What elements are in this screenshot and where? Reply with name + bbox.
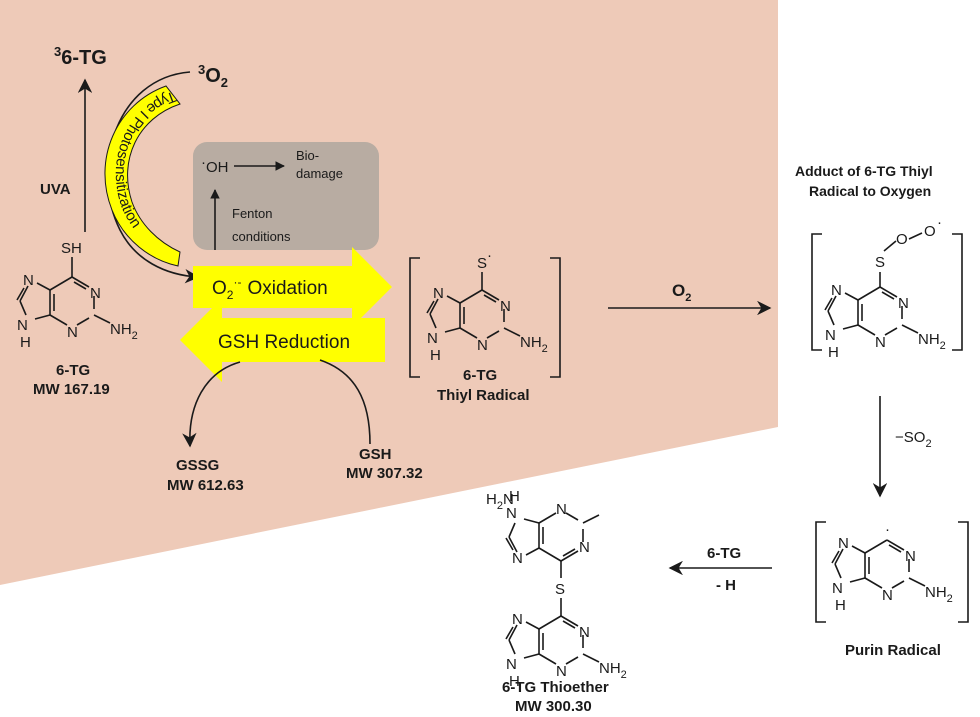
svg-text:H: H xyxy=(509,673,520,690)
fenton-conditions-1: Fenton xyxy=(232,206,272,221)
svg-text:N: N xyxy=(556,501,567,518)
triplet-tg-label: 36-TG xyxy=(54,44,107,69)
thiyl-molecule: S · N N N N H NH2 xyxy=(426,247,548,364)
svg-text:H: H xyxy=(430,347,441,364)
oxygen-addition-label: O2 xyxy=(672,281,691,304)
svg-text:N: N xyxy=(512,550,523,567)
thioether-upper-purine xyxy=(505,512,600,562)
svg-text:N: N xyxy=(898,295,909,312)
reaction-background xyxy=(0,0,778,585)
thiyl-bracket-right xyxy=(550,257,561,378)
purin-bracket-right xyxy=(958,521,969,623)
thioether-upper-atoms: N N N N H H2N xyxy=(486,488,590,567)
uva-label: UVA xyxy=(40,181,71,198)
svg-text:·: · xyxy=(487,247,492,264)
coupling-label-2: - H xyxy=(716,577,736,594)
adduct-title-1: Adduct of 6-TG Thiyl xyxy=(795,163,933,179)
gsh-mw: MW 307.32 xyxy=(346,465,423,482)
reduction-arrow xyxy=(180,298,385,382)
gsh-arc xyxy=(319,359,371,445)
svg-text:N: N xyxy=(500,298,511,315)
svg-text:NH2: NH2 xyxy=(918,331,946,352)
thioether-mw: MW 300.30 xyxy=(515,698,592,715)
oxidation-label: O2·-Oxidation xyxy=(212,275,328,302)
svg-text:N: N xyxy=(506,505,517,522)
thiyl-subname: Thiyl Radical xyxy=(437,387,530,404)
coupling-label-1: 6-TG xyxy=(707,545,741,562)
svg-text:·: · xyxy=(937,214,942,231)
so2-loss-label: −SO2 xyxy=(895,429,932,450)
svg-text:S: S xyxy=(477,255,487,272)
svg-text:N: N xyxy=(477,337,488,354)
svg-text:NH2: NH2 xyxy=(599,660,627,681)
svg-text:H: H xyxy=(828,344,839,361)
svg-text:O: O xyxy=(896,231,908,248)
svg-text:N: N xyxy=(905,548,916,565)
hydroxyl-label: ·OH xyxy=(201,154,229,176)
adduct-title-2: Radical to Oxygen xyxy=(809,183,931,199)
svg-text:N: N xyxy=(67,324,78,341)
svg-text:NH2: NH2 xyxy=(925,584,953,605)
gssg-mw: MW 612.63 xyxy=(167,477,244,494)
svg-text:N: N xyxy=(433,285,444,302)
photosensitization-crescent xyxy=(104,85,181,267)
reduction-label: GSH Reduction xyxy=(218,332,350,353)
svg-text:N: N xyxy=(579,624,590,641)
gssg-arrow xyxy=(182,361,241,448)
svg-text:N: N xyxy=(506,656,517,673)
purin-bracket-left xyxy=(815,521,826,623)
thiyl-bracket-left xyxy=(409,257,420,378)
svg-text:N: N xyxy=(90,285,101,302)
triplet-oxygen-label: 3O2 xyxy=(198,62,228,90)
svg-text:N: N xyxy=(831,282,842,299)
svg-text:N: N xyxy=(882,587,893,604)
svg-text:S: S xyxy=(875,254,885,271)
thioether-sulfur: S xyxy=(555,581,565,598)
svg-text:H2N: H2N xyxy=(486,491,514,512)
biodamage-label-1: Bio- xyxy=(296,148,319,163)
svg-text:N: N xyxy=(832,580,843,597)
svg-text:H: H xyxy=(20,334,31,351)
svg-text:H: H xyxy=(835,597,846,614)
tg-name: 6-TG xyxy=(56,362,90,379)
svg-text:·: · xyxy=(885,521,890,538)
thioether-lower-purine: N N N N H NH2 xyxy=(505,611,627,690)
oxidation-arrow xyxy=(193,247,392,327)
fenton-box xyxy=(193,142,379,250)
svg-text:N: N xyxy=(556,663,567,680)
purin-molecule: · N N N N H NH2 xyxy=(831,521,953,614)
thiyl-name: 6-TG xyxy=(463,367,497,384)
adduct-molecule: S O O · N N N N H NH2 xyxy=(824,214,946,361)
biodamage-label-2: damage xyxy=(296,166,343,181)
svg-text:N: N xyxy=(579,539,590,556)
svg-text:N: N xyxy=(825,327,836,344)
fenton-conditions-2: conditions xyxy=(232,229,291,244)
svg-text:N: N xyxy=(17,317,28,334)
gssg-name: GSSG xyxy=(176,457,219,474)
svg-text:NH2: NH2 xyxy=(520,334,548,355)
svg-text:O: O xyxy=(924,223,936,240)
adduct-bracket-left xyxy=(811,233,822,351)
svg-text:N: N xyxy=(23,272,34,289)
thioether-name: 6-TG Thioether xyxy=(502,679,609,696)
purin-name: Purin Radical xyxy=(845,642,941,659)
tg-mw: MW 167.19 xyxy=(33,381,110,398)
svg-text:SH: SH xyxy=(61,240,82,257)
gsh-name: GSH xyxy=(359,446,392,463)
svg-text:NH2: NH2 xyxy=(110,321,138,342)
adduct-bracket-right xyxy=(952,233,963,351)
svg-text:N: N xyxy=(512,611,523,628)
svg-text:N: N xyxy=(838,535,849,552)
svg-text:N: N xyxy=(875,334,886,351)
tg-molecule: SH N N N N H NH2 xyxy=(16,240,138,351)
svg-text:N: N xyxy=(427,330,438,347)
svg-text:H: H xyxy=(509,488,520,505)
